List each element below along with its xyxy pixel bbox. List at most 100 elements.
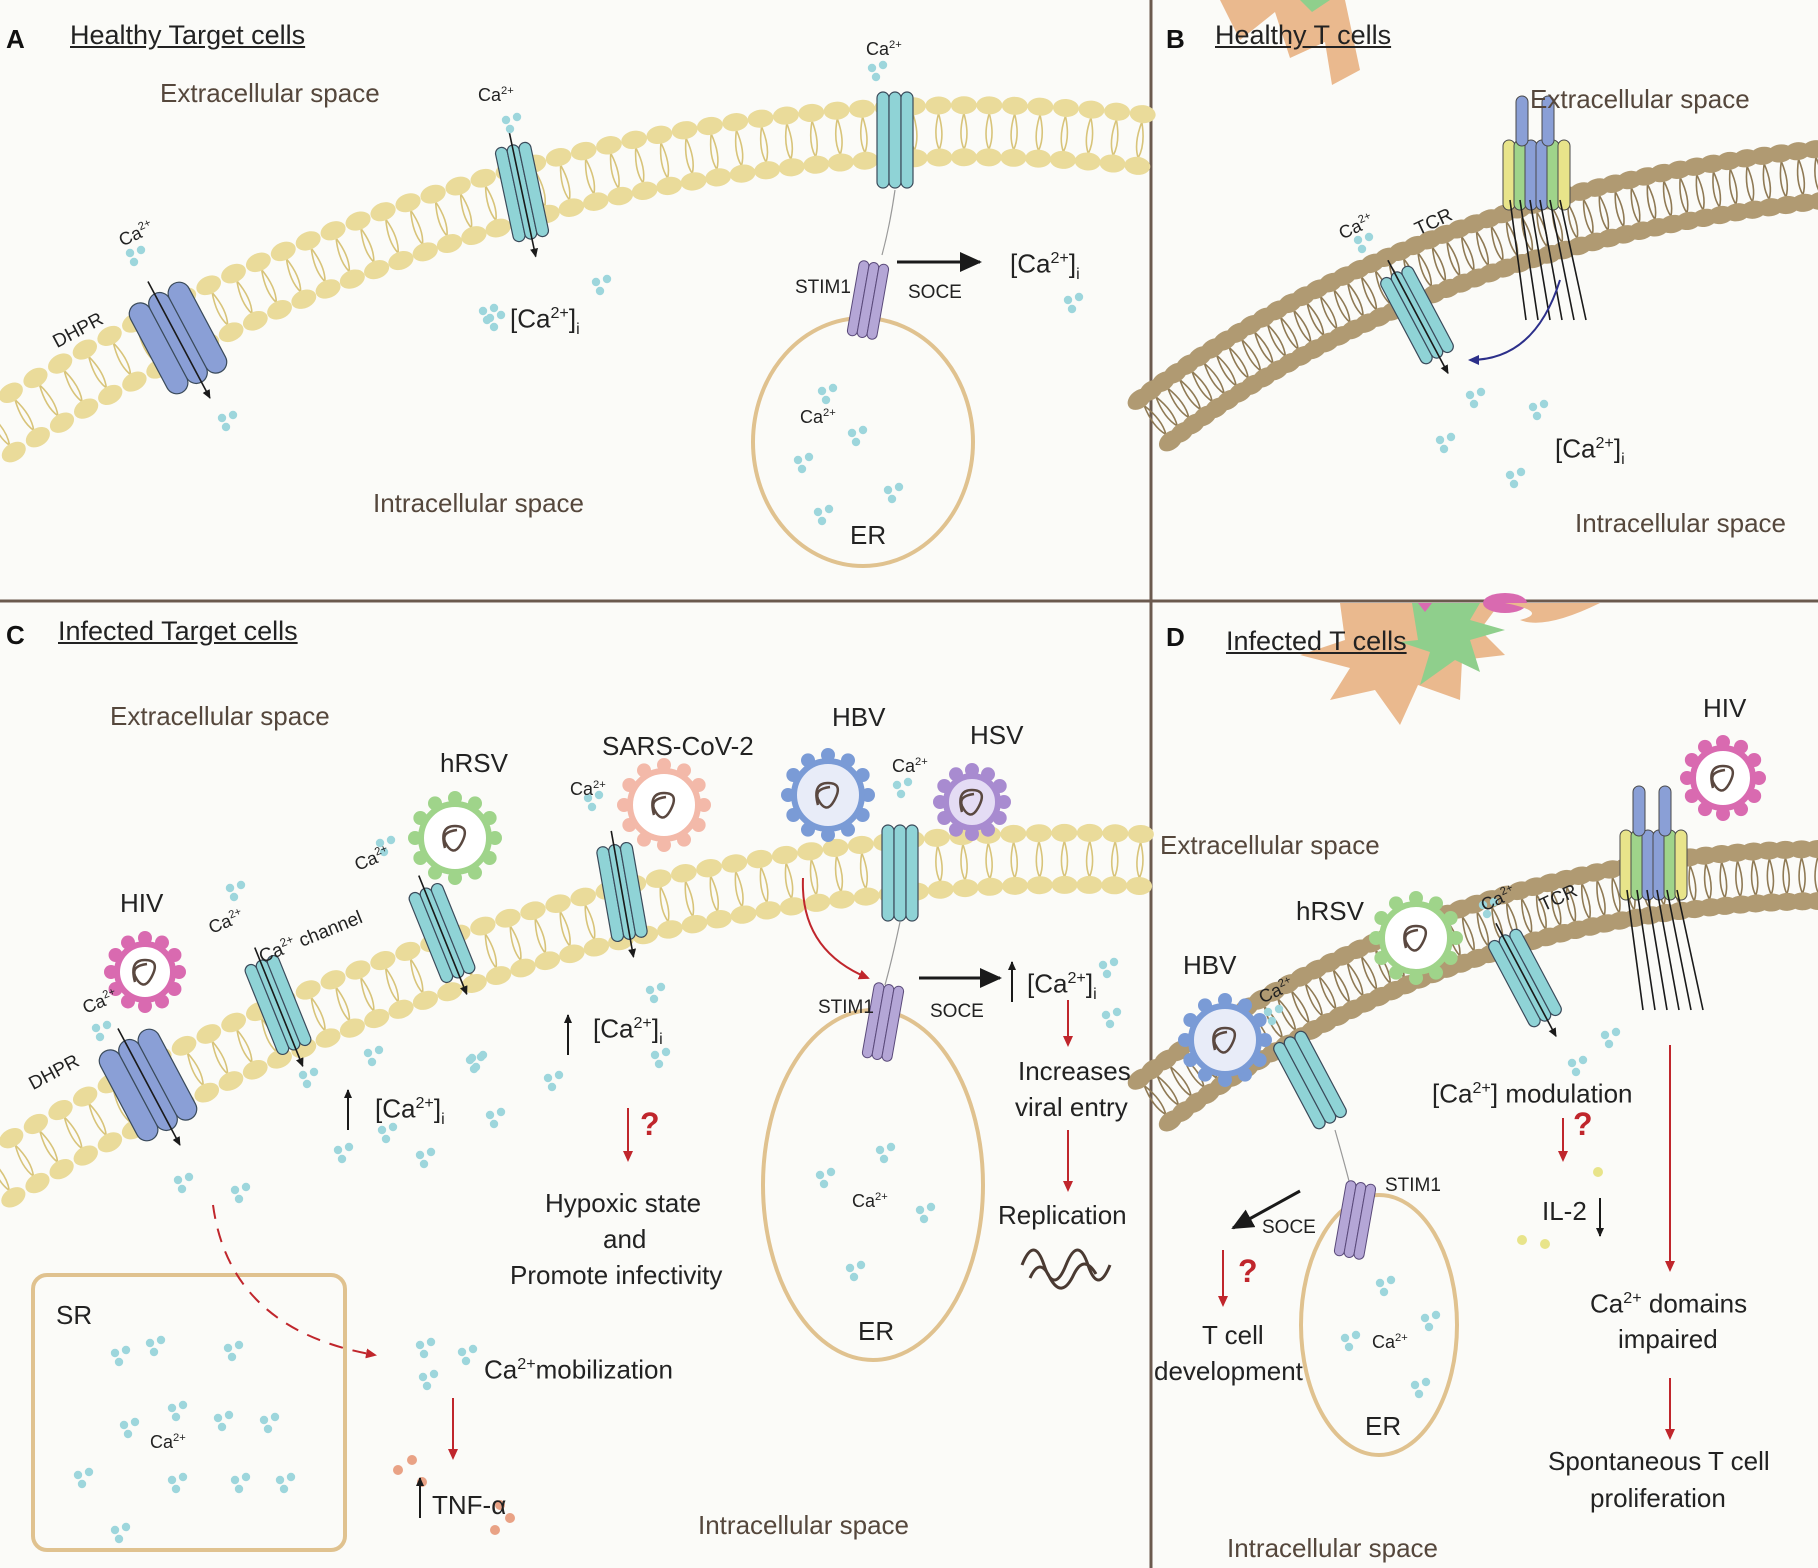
sars-label-c: SARS-CoV-2 (602, 731, 754, 761)
soce-label-d: SOCE (1262, 1217, 1316, 1238)
er-panel-c (761, 1008, 985, 1362)
calcium-channel-c2 (408, 875, 476, 996)
stim1-label-c: STIM1 (818, 997, 874, 1018)
er-panel-d (1299, 1193, 1459, 1457)
hiv-label-d: HIV (1703, 693, 1747, 723)
cai-label-c2: [Ca2+]i (593, 1013, 663, 1048)
viral-entry-line-1: Increases (1018, 1056, 1131, 1086)
panel-a-letter: A (6, 24, 25, 54)
er-label-c: ER (858, 1316, 895, 1346)
panel-b-intracellular: Intracellular space (1575, 508, 1786, 538)
ca-label-d-er: Ca2+ (1372, 1332, 1408, 1352)
question-mark-d2: ? (1238, 1253, 1258, 1289)
ca-label-sr: Ca2+ (150, 1432, 186, 1452)
question-mark-c: ? (640, 1106, 660, 1142)
soce-label-c: SOCE (930, 1001, 984, 1022)
panel-c-extracellular: Extracellular space (110, 701, 330, 731)
calcium-channel-d2 (1488, 922, 1562, 1038)
panel-d-letter: D (1166, 622, 1185, 652)
viral-rna-icon (1020, 1248, 1112, 1290)
hbv-virus-c (781, 748, 875, 842)
stim1-a (846, 260, 890, 340)
stim1-link-a (881, 189, 896, 256)
dhpr-channel-a (128, 281, 228, 399)
cai-label-a2: [Ca2+]i (1010, 248, 1080, 283)
panel-b-title: Healthy T cells (1215, 20, 1392, 50)
ca-mobilization-label: Ca2+mobilization (484, 1354, 673, 1385)
panel-b-extracellular: Extracellular space (1530, 84, 1750, 114)
ca-label-c-er: Ca2+ (852, 1191, 888, 1211)
tcr-receptor-b (1502, 95, 1587, 321)
stim1-link-d (1334, 1129, 1351, 1186)
calcium-channel-a1 (494, 131, 550, 258)
panel-a-title: Healthy Target cells (70, 20, 306, 50)
hrsv-label-d: hRSV (1296, 896, 1364, 926)
orai-channel-c (881, 824, 919, 922)
tcell-line-1: T cell (1202, 1320, 1264, 1350)
hypoxic-line-1: Hypoxic state (545, 1188, 702, 1218)
replication-label: Replication (998, 1200, 1127, 1230)
dendritic-cell-d (1300, 593, 1600, 725)
panel-b-background (1153, 0, 1818, 600)
ca-label-a-er: Ca2+ (800, 407, 836, 427)
cai-label-c3: [Ca2+]i (1027, 968, 1097, 1003)
panel-b-letter: B (1166, 24, 1185, 54)
arrows (212, 252, 1675, 1518)
panel-d-extracellular: Extracellular space (1160, 830, 1380, 860)
ca-label-c5: Ca2+ (892, 756, 928, 776)
stim1-link-c (884, 921, 901, 986)
hsv-label-c: HSV (970, 720, 1024, 750)
hiv-virus-d (1680, 735, 1766, 821)
orai-channel-a (876, 91, 914, 189)
panel-c-title: Infected Target cells (58, 616, 298, 646)
hbv-virus-d (1178, 993, 1272, 1087)
stim1-label-a: STIM1 (795, 277, 851, 298)
ca-label-a3: Ca2+ (866, 39, 902, 59)
panel-c-background (0, 603, 1150, 1568)
panel-a-extracellular: Extracellular space (160, 78, 380, 108)
stim1-d (1333, 1180, 1377, 1260)
calcium-channel-c1 (244, 947, 312, 1068)
tcr-receptor-d (1619, 785, 1704, 1011)
tcell-line-2: development (1154, 1356, 1303, 1386)
hypoxic-line-2: and (603, 1224, 647, 1254)
prolif-line-2: proliferation (1590, 1483, 1726, 1513)
viral-entry-line-2: viral entry (1015, 1092, 1128, 1122)
panel-c-intracellular: Intracellular space (698, 1510, 909, 1540)
il2-label: IL-2 (1542, 1196, 1587, 1226)
domains-line-1: Ca2+ domains (1590, 1288, 1748, 1319)
hiv-label-c: HIV (120, 888, 164, 918)
panel-d-intracellular: Intracellular space (1227, 1533, 1438, 1563)
il2-dots (1517, 1167, 1603, 1249)
er-label-a: ER (850, 520, 887, 550)
prolif-line-1: Spontaneous T cell (1548, 1446, 1770, 1476)
dhpr-channel-c (98, 1028, 198, 1146)
cai-label-a1: [Ca2+]i (510, 303, 580, 338)
question-mark-d1: ? (1573, 1106, 1593, 1142)
hsv-virus-c (933, 763, 1011, 841)
hrsv-virus-c (408, 791, 502, 885)
calcium-ion-dots (73, 60, 1621, 1544)
tnf-label: TNF-α (432, 1490, 507, 1520)
ca-label-a2: Ca2+ (478, 85, 514, 105)
panel-a-intracellular: Intracellular space (373, 488, 584, 518)
stim1-label-d: STIM1 (1385, 1175, 1441, 1196)
hrsv-label-c: hRSV (440, 748, 508, 778)
cai-label-c1: [Ca2+]i (375, 1093, 445, 1128)
dendritic-cell-b (1220, 0, 1360, 85)
panel-c-letter: C (6, 620, 25, 650)
hypoxic-line-3: Promote infectivity (510, 1260, 723, 1290)
hrsv-virus-d (1369, 891, 1463, 985)
panel-d-title: Infected T cells (1226, 626, 1407, 656)
calcium-channel-c3 (596, 830, 648, 958)
membrane-panel-c (0, 823, 1154, 1208)
sr-compartment (31, 1273, 347, 1552)
ca-modulation-label: [Ca2+] modulation (1432, 1078, 1633, 1109)
sr-label: SR (56, 1300, 93, 1330)
cai-label-b: [Ca2+]i (1555, 433, 1625, 468)
soce-label-a: SOCE (908, 282, 962, 303)
sars-cov-2-virus-c (617, 758, 711, 852)
hbv-label-d: HBV (1183, 950, 1237, 980)
domains-line-2: impaired (1618, 1324, 1718, 1354)
